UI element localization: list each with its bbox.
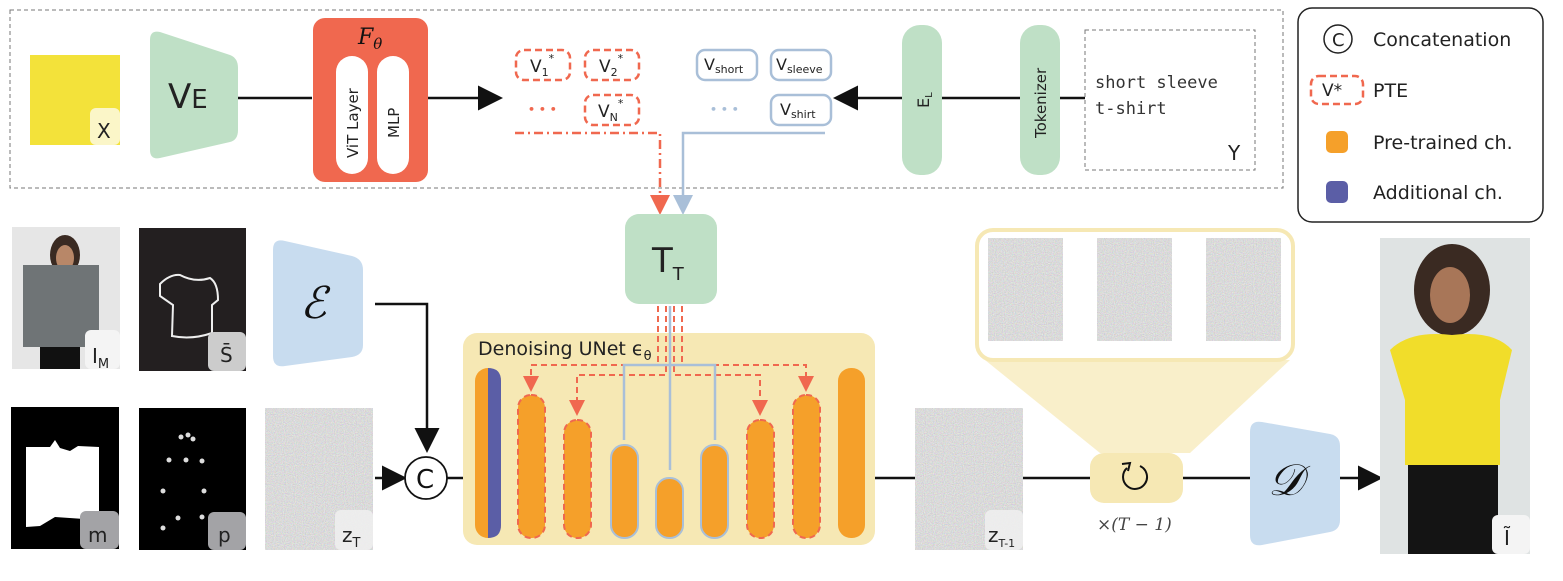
pose-label: p <box>218 523 231 547</box>
word-token-sleeve-label: Vsleeve <box>776 55 823 76</box>
tokenizer-label: Tokenizer <box>1032 67 1050 139</box>
loop-button <box>1090 453 1183 503</box>
concat-legend-icon <box>1323 24 1353 54</box>
word-ellipsis: • • • <box>710 103 739 116</box>
pte-legend-icon <box>1309 74 1365 106</box>
word-token-short-label: Vshort <box>704 55 744 76</box>
pte-token-n-label: VN* <box>598 97 624 124</box>
latent-image: zT-1 <box>915 408 1023 550</box>
text-branch-panel <box>9 9 1284 189</box>
noise-label: z <box>342 523 353 547</box>
svg-text:C: C <box>1332 30 1345 51</box>
word-token-shirt-label: Vshirt <box>780 100 816 121</box>
pte-token-2 <box>583 48 641 82</box>
loop-icon <box>1122 465 1149 490</box>
unet-block <box>610 444 639 539</box>
legend: C Concatenation V* PTE Pre-trained ch. A… <box>1297 7 1544 223</box>
loop-label: ×(T − 1) <box>1097 515 1172 535</box>
pte-flow <box>515 131 670 215</box>
output-block <box>838 368 865 538</box>
arrow <box>375 302 440 453</box>
f-theta-label: F <box>357 25 374 50</box>
svg-text:IM: IM <box>92 344 109 372</box>
decoder <box>1250 421 1340 546</box>
text-prompt-box <box>1084 29 1256 171</box>
unet-block <box>563 419 592 539</box>
svg-text:zT-1: zT-1 <box>988 523 1015 550</box>
texture-image: X <box>30 55 120 145</box>
unet-block <box>746 419 775 539</box>
legend-label-additional: Additional ch. <box>1373 182 1503 204</box>
legend-label-concatenation: Concatenation <box>1373 29 1511 51</box>
word-token-sleeve <box>769 48 833 82</box>
svg-text:Denoising UNet ϵθ: Denoising UNet ϵθ <box>478 338 652 364</box>
result-image: Ĩ <box>1380 238 1530 554</box>
text-transformer <box>625 214 717 304</box>
pte-ellipsis: • • • <box>528 103 557 116</box>
result-label: Ĩ <box>1503 526 1511 550</box>
vit-layer-label: ViT Layer <box>344 87 362 158</box>
sketch-image: S̄ <box>139 228 246 371</box>
pte-token-1-label: V1* <box>530 52 555 79</box>
word-token-shirt <box>769 93 833 127</box>
pose-image: p <box>139 408 246 550</box>
unet-block <box>700 444 729 539</box>
unet-block <box>792 394 821 539</box>
pte-token-1 <box>514 48 572 82</box>
visual-encoder <box>150 31 238 159</box>
vit-layer <box>336 56 368 174</box>
unet-block <box>655 477 684 539</box>
word-flow <box>673 131 825 215</box>
pte-token-2-label: V2* <box>599 52 624 79</box>
svg-text:zT: zT <box>342 523 361 551</box>
latent-label: z <box>988 523 999 547</box>
pte-token-n <box>583 93 641 127</box>
masked-image-label: I <box>92 344 98 368</box>
mask-label: m <box>88 523 107 547</box>
additional-legend-swatch <box>1326 181 1348 203</box>
svg-text:TT: TT <box>651 241 685 285</box>
unet-label: Denoising UNet ϵ <box>478 338 644 360</box>
mask-image: m <box>11 407 119 549</box>
text-prompt-line2: t-shirt <box>1095 99 1167 119</box>
visual-encoder-label: V <box>168 77 191 117</box>
legend-label-pretrained: Pre-trained ch. <box>1373 132 1513 154</box>
unet-blocks <box>475 368 865 539</box>
denoising-step-3 <box>1206 238 1281 341</box>
pretrained-legend-swatch <box>1326 131 1348 153</box>
svg-text:VE: VE <box>168 77 208 117</box>
text-transformer-label: T <box>651 241 673 281</box>
mlp-layer <box>377 56 409 174</box>
text-encoder-label: E <box>914 98 933 108</box>
unet-conditioning-lines <box>523 306 814 470</box>
svg-text:EL: EL <box>914 92 935 108</box>
mlp-label: MLP <box>385 108 403 138</box>
denoising-step-2 <box>1097 238 1172 341</box>
noise-image: zT <box>265 408 373 551</box>
word-token-short <box>695 48 759 82</box>
loop-zoom-cone <box>985 360 1290 453</box>
denoising-step-1 <box>988 238 1063 341</box>
texture-label: X <box>97 119 111 143</box>
masked-image: IM <box>12 227 120 372</box>
text-encoder <box>902 25 942 175</box>
legend-label-pte: PTE <box>1373 80 1408 102</box>
text-prompt-label: Y <box>1227 141 1241 165</box>
text-prompt-line1: short sleeve <box>1095 73 1218 93</box>
encoder-label: ℰ <box>300 278 331 329</box>
encoder <box>273 240 363 367</box>
tokenizer <box>1020 25 1060 175</box>
unet-block <box>517 394 546 539</box>
svg-text:V*: V* <box>1322 81 1342 101</box>
concat-label: C <box>416 465 434 495</box>
svg-text:Fθ: Fθ <box>357 25 382 53</box>
sketch-label: S̄ <box>220 342 233 367</box>
input-block-additional <box>488 368 501 538</box>
